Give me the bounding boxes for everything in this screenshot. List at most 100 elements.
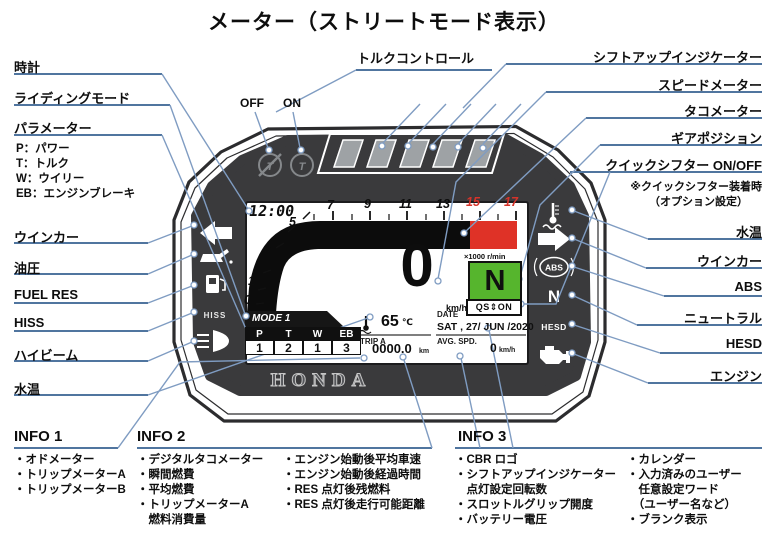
info2-item: 燃料消費量	[137, 514, 206, 526]
label-oil-pressure: 油圧	[14, 261, 41, 276]
label-torque-control: トルクコントロール	[357, 51, 475, 66]
info3-item: ・バッテリー電圧	[455, 514, 547, 526]
info3-item: （ユーザー名など）	[627, 499, 737, 511]
tach-number: 1	[248, 274, 255, 288]
trip-unit: km	[419, 348, 430, 355]
neutral-icon: N	[548, 287, 560, 306]
torque-control-on-icon	[290, 153, 314, 177]
info2-item: ・エンジン始動後経過時間	[283, 469, 421, 481]
label-parameter: パラメーター	[14, 121, 92, 136]
tach-number: 5	[289, 215, 296, 229]
param-header: W	[303, 327, 332, 340]
svg-text:ABS: ABS	[545, 263, 563, 273]
param-header: P	[245, 327, 274, 340]
info3-item: ・入力済みのユーザー	[627, 469, 742, 481]
tach-number: 13	[436, 197, 450, 211]
info2-item: ・RES 点灯後残燃料	[283, 484, 391, 496]
info3-item: 点灯設定回転数	[455, 484, 547, 496]
speed-unit: km/h	[446, 303, 468, 313]
label-turn-signal-left: ウインカー	[14, 230, 80, 245]
shift-light-segment	[365, 139, 398, 168]
info3-item: ・シフトアップインジケーター	[455, 469, 616, 481]
param-value: 1	[245, 340, 274, 355]
info2-item: ・RES 点灯後走行可能距離	[283, 499, 425, 511]
info3-item: 任意設定ワード	[627, 484, 719, 496]
lcd-screen	[245, 201, 529, 365]
label-quickshifter: クイックシフター ON/OFF	[605, 158, 762, 173]
info3-item: ・ブランク表示	[627, 514, 708, 526]
info2-item: ・平均燃費	[137, 484, 195, 496]
info3-item: ・スロットルグリップ開度	[455, 499, 593, 511]
tach-number: 7	[327, 198, 334, 212]
tachometer-ticks	[255, 211, 517, 305]
quickshifter-display: QS⇕ON	[466, 299, 522, 316]
label-gear-position: ギアポジション	[670, 131, 762, 146]
high-beam-icon	[197, 330, 229, 352]
tach-number: 3	[264, 242, 271, 256]
label-fuel-res: FUEL RES	[14, 287, 79, 302]
tachometer-band	[247, 221, 470, 313]
tachometer-red-zone	[470, 221, 517, 249]
info3-item: ・カレンダー	[627, 454, 696, 466]
parameter-item: W：ウイリー	[16, 173, 85, 185]
fuel-res-icon	[206, 275, 226, 293]
info1-item: ・オドメーター	[14, 454, 95, 466]
shift-up-indicator-lights	[316, 133, 506, 174]
info2-item: ・エンジン始動後平均車速	[283, 454, 421, 466]
label-abs: ABS	[734, 279, 762, 294]
param-value: 2	[274, 340, 303, 355]
label-hiss: HISS	[14, 315, 45, 330]
label-engine: エンジン	[709, 369, 762, 384]
parameter-table: P 1 T 2 W 1 EB 3	[245, 327, 361, 355]
mode-banner	[245, 311, 344, 327]
gear-position-display: N	[468, 261, 522, 302]
info1-item: ・トリップメーターB	[14, 484, 126, 496]
parameter-item: P：パワー	[16, 143, 70, 155]
hiss-icon: HISS	[204, 311, 227, 320]
right-icon-strip: ABS N HESD	[533, 203, 575, 364]
param-value: 3	[332, 340, 361, 355]
label-clock: 時計	[14, 60, 41, 75]
trip-label: TRIP A	[360, 337, 386, 346]
label-neutral: ニュートラル	[683, 311, 762, 326]
engine-warning-icon	[540, 346, 570, 364]
page-title: メーター（ストリートモード表示）	[208, 11, 560, 34]
date-value: SAT , 27/ JUN /2020	[437, 321, 534, 333]
label-coolant-temp-left: 水温	[14, 382, 41, 397]
svg-text:T: T	[267, 161, 275, 173]
torque-control-off-icon	[258, 153, 282, 177]
label-turn-signal-right: ウインカー	[696, 254, 762, 269]
shift-light-segment	[332, 139, 365, 168]
info3-header: INFO 3	[458, 428, 507, 445]
trip-value: 0000.0	[372, 341, 412, 356]
tach-number-red: 17	[504, 195, 518, 209]
coolant-temp-icon	[542, 203, 562, 230]
param-value: 1	[303, 340, 332, 355]
svg-text:T: T	[299, 161, 307, 173]
tach-number: 0	[244, 293, 251, 307]
info1-item: ・トリップメーターA	[14, 469, 126, 481]
coolant-temp-unit: ℃	[402, 317, 413, 327]
coolant-temp-value: 65	[381, 313, 399, 330]
torque-control-icons: T T	[258, 153, 314, 177]
parameter-item: T：トルク	[16, 158, 70, 170]
label-riding-mode: ライディングモード	[14, 91, 131, 106]
label-tachometer: タコメーター	[683, 104, 762, 119]
tach-number: 9	[364, 197, 371, 211]
label-off: OFF	[240, 96, 264, 110]
mode-display: MODE 1	[252, 313, 291, 324]
label-hesd: HESD	[725, 336, 762, 351]
param-header: T	[274, 327, 303, 340]
rpm-unit: ×1000 r/min	[464, 252, 506, 261]
quickshifter-note-line1: ※クイックシフター装着時	[630, 181, 762, 193]
info3-item: ・CBR ロゴ	[455, 454, 518, 466]
shift-light-segment	[464, 139, 497, 168]
parameter-item: EB：エンジンブレーキ	[16, 188, 136, 200]
tach-number-red: 15	[466, 195, 480, 209]
date-label: DATE	[437, 310, 459, 319]
label-on: ON	[283, 96, 301, 110]
info2-item: ・瞬間燃費	[137, 469, 195, 481]
info2-item: ・デジタルタコメーター	[137, 454, 264, 466]
label-coolant-temp-right: 水温	[735, 225, 762, 240]
